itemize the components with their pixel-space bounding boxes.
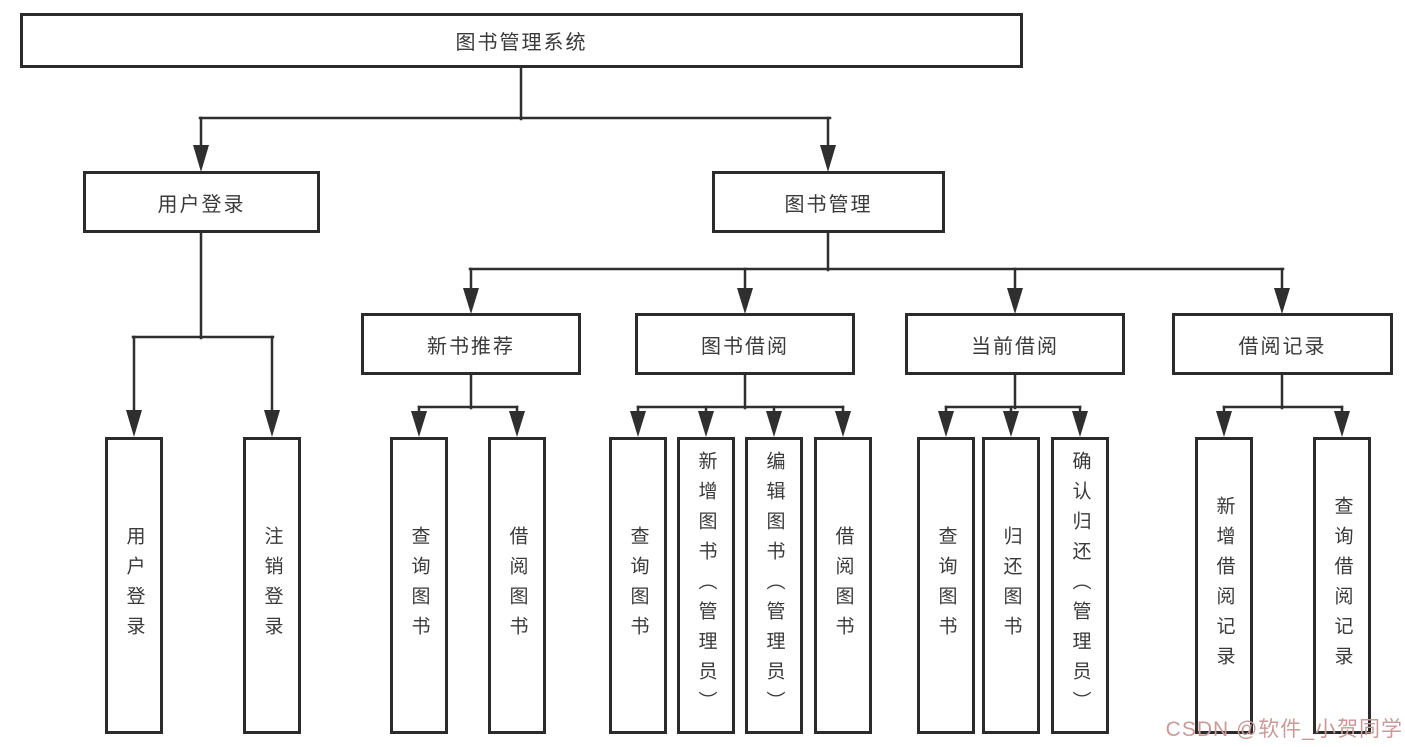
watermark: CSDN @软件_小贺同学 — [1165, 718, 1403, 741]
node-label: 用户登录 — [123, 525, 145, 646]
node-current-confirm-admin: 确认归还（管理员） — [1051, 437, 1109, 734]
node-borrow-add-admin: 新增图书（管理员） — [677, 437, 735, 734]
connector-book-borrow — [630, 373, 851, 437]
node-label: 借阅图书 — [506, 525, 528, 646]
connector-book-manage — [463, 231, 1290, 314]
node-newbooks-borrow: 借阅图书 — [488, 437, 546, 734]
node-book-borrow: 图书借阅 — [635, 313, 855, 375]
connector-borrow-records — [1216, 373, 1350, 437]
node-label: 编辑图书（管理员） — [763, 450, 785, 721]
connector-new-books — [411, 373, 525, 437]
node-user-login: 用户登录 — [83, 171, 320, 233]
node-label: 新增借阅记录 — [1213, 495, 1235, 676]
connector-user-login — [126, 231, 280, 437]
node-label: 新增图书（管理员） — [695, 450, 717, 721]
node-label: 归还图书 — [1000, 525, 1022, 646]
node-label: 查询图书 — [935, 525, 957, 646]
node-root: 图书管理系统 — [20, 13, 1023, 68]
node-label: 注销登录 — [261, 525, 283, 646]
node-newbooks-query: 查询图书 — [390, 437, 448, 734]
node-label: 确认归还（管理员） — [1069, 450, 1091, 721]
node-current-borrow: 当前借阅 — [905, 313, 1125, 375]
node-current-return: 归还图书 — [982, 437, 1040, 734]
node-borrow-borrow: 借阅图书 — [814, 437, 872, 734]
node-label: 查询图书 — [627, 525, 649, 646]
node-borrow-records: 借阅记录 — [1172, 313, 1393, 375]
node-label: 查询借阅记录 — [1331, 495, 1353, 676]
node-records-add: 新增借阅记录 — [1195, 437, 1253, 734]
node-logout-action: 注销登录 — [243, 437, 301, 734]
node-book-manage: 图书管理 — [712, 171, 945, 233]
connector-current-borrow — [938, 373, 1088, 437]
node-new-books: 新书推荐 — [361, 313, 581, 375]
node-borrow-edit-admin: 编辑图书（管理员） — [745, 437, 803, 734]
node-records-query: 查询借阅记录 — [1313, 437, 1371, 734]
node-user-login-action: 用户登录 — [105, 437, 163, 734]
connector-root — [193, 66, 836, 172]
node-label: 借阅图书 — [832, 525, 854, 646]
node-current-query: 查询图书 — [917, 437, 975, 734]
node-borrow-query: 查询图书 — [609, 437, 667, 734]
node-label: 查询图书 — [408, 525, 430, 646]
